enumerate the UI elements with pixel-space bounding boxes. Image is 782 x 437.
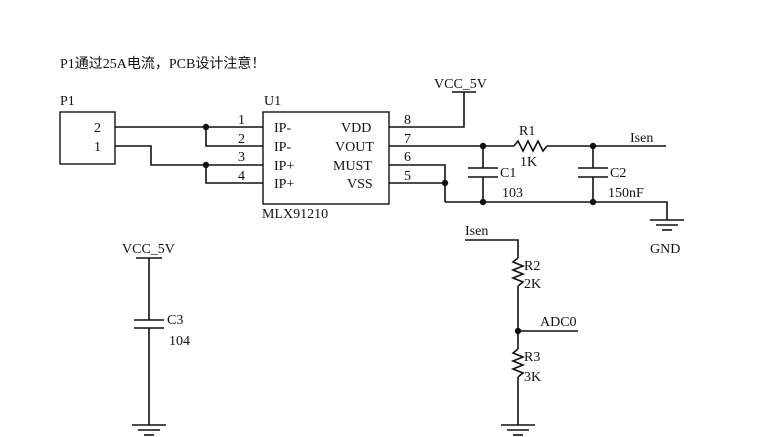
divider-wires xyxy=(465,239,578,425)
r3-ref: R3 xyxy=(524,350,540,365)
net-isen-in-label: Isen xyxy=(465,224,488,239)
c3-ref: C3 xyxy=(167,313,183,328)
chip-pin-num-3: 3 xyxy=(238,150,245,165)
capacitor-c1 xyxy=(468,146,498,202)
connector-ref: P1 xyxy=(60,94,75,109)
net-isen-out-label: Isen xyxy=(630,131,653,146)
ground-icon xyxy=(132,424,166,436)
p1-wires xyxy=(115,126,263,184)
chip-pin-name-2: IP- xyxy=(274,140,291,155)
junction-dot xyxy=(202,123,210,131)
chip-pin-num-1: 1 xyxy=(238,113,245,128)
r3-value: 3K xyxy=(524,370,541,385)
c1-ref: C1 xyxy=(500,166,516,181)
r2-ref: R2 xyxy=(524,259,540,274)
chip-u1-body xyxy=(262,111,390,205)
vout-wire xyxy=(389,139,666,153)
net-gnd-label: GND xyxy=(650,242,680,257)
capacitor-c2 xyxy=(578,146,608,202)
c2-ref: C2 xyxy=(610,166,626,181)
design-note: P1通过25A电流，PCB设计注意！ xyxy=(60,55,265,72)
ground-icon xyxy=(501,424,535,436)
chip-pin-num-2: 2 xyxy=(238,132,245,147)
chip-pin-name-1: IP- xyxy=(274,121,291,136)
capacitor-c3 xyxy=(134,257,164,425)
connector-pin-2: 2 xyxy=(94,121,101,136)
chip-pin-name-3: IP+ xyxy=(274,159,294,174)
chip-pin-num-4: 4 xyxy=(238,169,245,184)
c3-value: 104 xyxy=(169,334,190,349)
ground-icon xyxy=(650,219,684,231)
r1-value: 1K xyxy=(520,155,537,170)
net-vcc-top-label: VCC_5V xyxy=(434,77,487,92)
chip-pin-num-8: 8 xyxy=(404,113,411,128)
chip-pin-num-6: 6 xyxy=(404,150,411,165)
junction-dot xyxy=(441,179,449,187)
connector-pin-1: 1 xyxy=(94,140,101,155)
junction-dot xyxy=(514,327,522,335)
junction-dot xyxy=(202,161,210,169)
chip-pin-num-5: 5 xyxy=(404,169,411,184)
chip-pin-name-4: IP+ xyxy=(274,177,294,192)
c1-value: 103 xyxy=(502,186,523,201)
c2-value: 150nF xyxy=(608,186,644,201)
chip-pin-name-8: VDD xyxy=(341,121,371,136)
chip-pin-name-5: VSS xyxy=(347,177,373,192)
net-adc-label: ADC0 xyxy=(540,315,577,330)
net-vcc-left-label: VCC_5V xyxy=(122,242,175,257)
r1-ref: R1 xyxy=(519,124,535,139)
r2-value: 2K xyxy=(524,277,541,292)
chip-pin-num-7: 7 xyxy=(404,132,411,147)
gnd-wires xyxy=(389,164,668,220)
chip-pin-name-6: MUST xyxy=(333,159,372,174)
connector-p1-body xyxy=(59,111,116,165)
chip-ref: U1 xyxy=(264,94,281,109)
chip-part-number: MLX91210 xyxy=(262,207,328,222)
vdd-wire xyxy=(389,91,476,128)
chip-pin-name-7: VOUT xyxy=(335,140,374,155)
